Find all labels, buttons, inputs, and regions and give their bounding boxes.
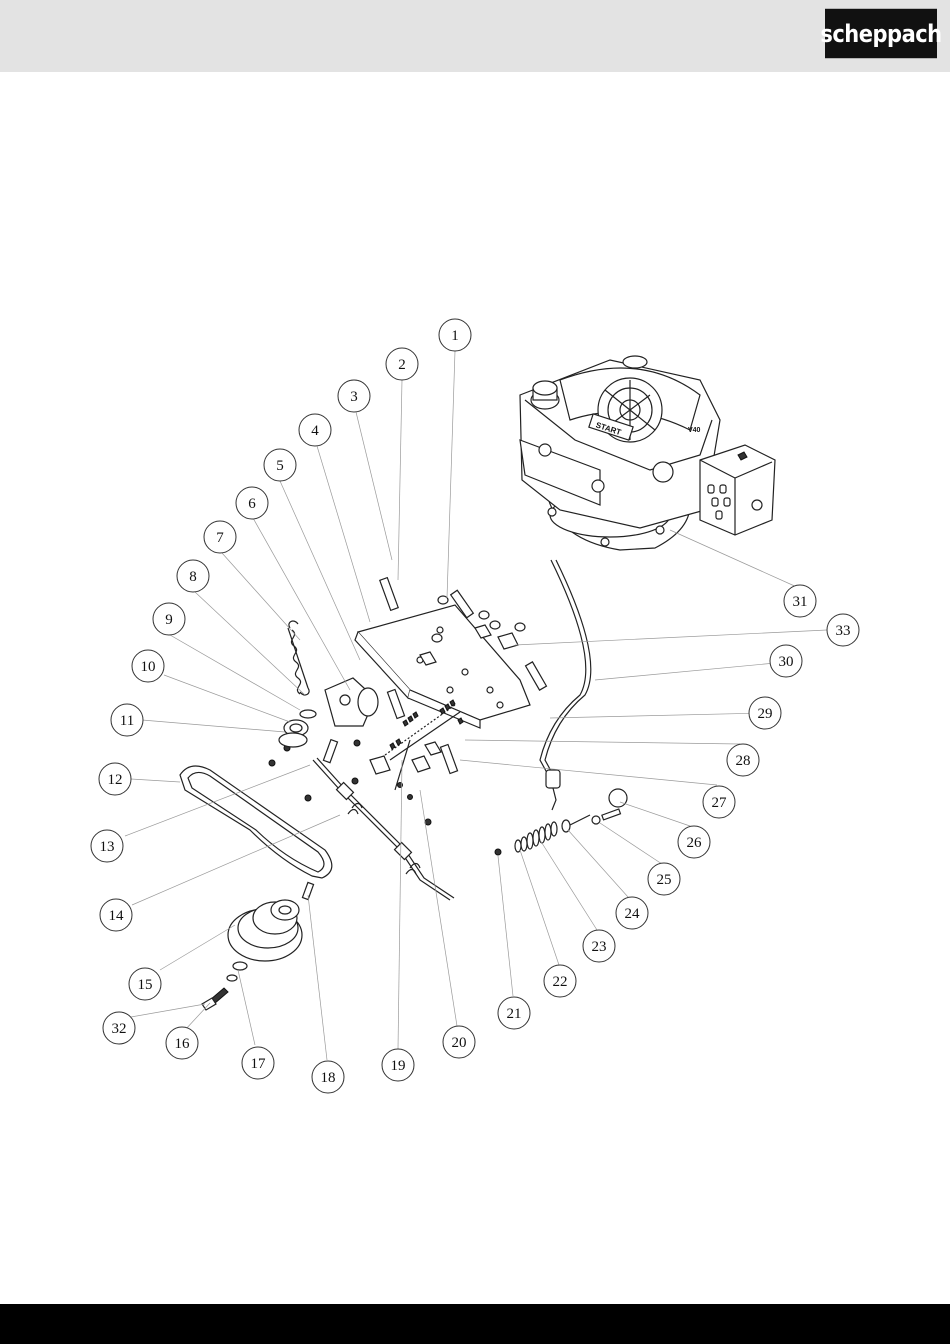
footer-band: [0, 1304, 950, 1344]
callout-9: 9: [153, 603, 185, 635]
svg-text:6: 6: [248, 496, 256, 512]
callout-7: 7: [204, 521, 236, 553]
callout-12: 12: [99, 763, 131, 795]
svg-text:22: 22: [553, 974, 568, 990]
svg-text:4: 4: [311, 423, 319, 439]
svg-text:29: 29: [758, 706, 773, 722]
svg-text:2: 2: [398, 357, 406, 373]
callout-19: 19: [382, 1049, 414, 1081]
callout-16: 16: [166, 1027, 198, 1059]
callout-31: 31: [784, 585, 816, 617]
callout-27: 27: [703, 786, 735, 818]
callout-1: 1: [439, 319, 471, 351]
callout-33: 33: [827, 614, 859, 646]
callout-13: 13: [91, 830, 123, 862]
svg-text:28: 28: [736, 753, 751, 769]
callout-32: 32: [103, 1012, 135, 1044]
callout-3: 3: [338, 380, 370, 412]
svg-text:30: 30: [779, 654, 794, 670]
svg-text:19: 19: [391, 1058, 406, 1074]
svg-text:13: 13: [100, 839, 115, 855]
callout-22: 22: [544, 965, 576, 997]
callout-2: 2: [386, 348, 418, 380]
callout-6: 6: [236, 487, 268, 519]
callout-5: 5: [264, 449, 296, 481]
callout-28: 28: [727, 744, 759, 776]
engine-model-label: V40: [688, 427, 701, 434]
callout-10: 10: [132, 650, 164, 682]
svg-text:15: 15: [138, 977, 153, 993]
svg-text:24: 24: [625, 906, 641, 922]
svg-text:33: 33: [836, 623, 851, 639]
svg-text:9: 9: [165, 612, 173, 628]
callout-17: 17: [242, 1047, 274, 1079]
svg-text:3: 3: [350, 389, 358, 405]
callout-21: 21: [498, 997, 530, 1029]
callout-25: 25: [648, 863, 680, 895]
spring-assembly-drawing: [495, 789, 627, 855]
svg-text:21: 21: [507, 1006, 522, 1022]
callout-14: 14: [100, 899, 132, 931]
callout-23: 23: [583, 930, 615, 962]
svg-text:32: 32: [112, 1021, 127, 1037]
engine-drawing: START V40: [520, 356, 775, 550]
svg-text:27: 27: [712, 795, 728, 811]
svg-text:1: 1: [451, 328, 459, 344]
callout-30: 30: [770, 645, 802, 677]
svg-text:25: 25: [657, 872, 672, 888]
callout-26: 26: [678, 826, 710, 858]
svg-text:23: 23: [592, 939, 607, 955]
svg-text:20: 20: [452, 1035, 467, 1051]
v-belt-drawing: [180, 766, 332, 878]
callout-18: 18: [312, 1061, 344, 1093]
callout-29: 29: [749, 697, 781, 729]
svg-text:12: 12: [108, 772, 123, 788]
svg-text:26: 26: [687, 835, 703, 851]
clutch-cable-drawing: [313, 758, 454, 900]
callout-8: 8: [177, 560, 209, 592]
svg-text:31: 31: [793, 594, 808, 610]
svg-text:7: 7: [216, 530, 224, 546]
svg-text:18: 18: [321, 1070, 336, 1086]
mounting-plate-drawing: [355, 578, 546, 774]
svg-text:14: 14: [109, 908, 125, 924]
throttle-cable-drawing: [540, 560, 591, 810]
svg-text:10: 10: [141, 659, 156, 675]
svg-text:16: 16: [175, 1036, 191, 1052]
callout-4: 4: [299, 414, 331, 446]
svg-text:8: 8: [189, 569, 197, 585]
svg-text:17: 17: [251, 1056, 267, 1072]
callout-15: 15: [129, 968, 161, 1000]
callout-11: 11: [111, 704, 143, 736]
callout-24: 24: [616, 897, 648, 929]
callout-20: 20: [443, 1026, 475, 1058]
svg-text:5: 5: [276, 458, 284, 474]
svg-text:11: 11: [120, 713, 134, 729]
pulley-drawing: [202, 882, 314, 1010]
